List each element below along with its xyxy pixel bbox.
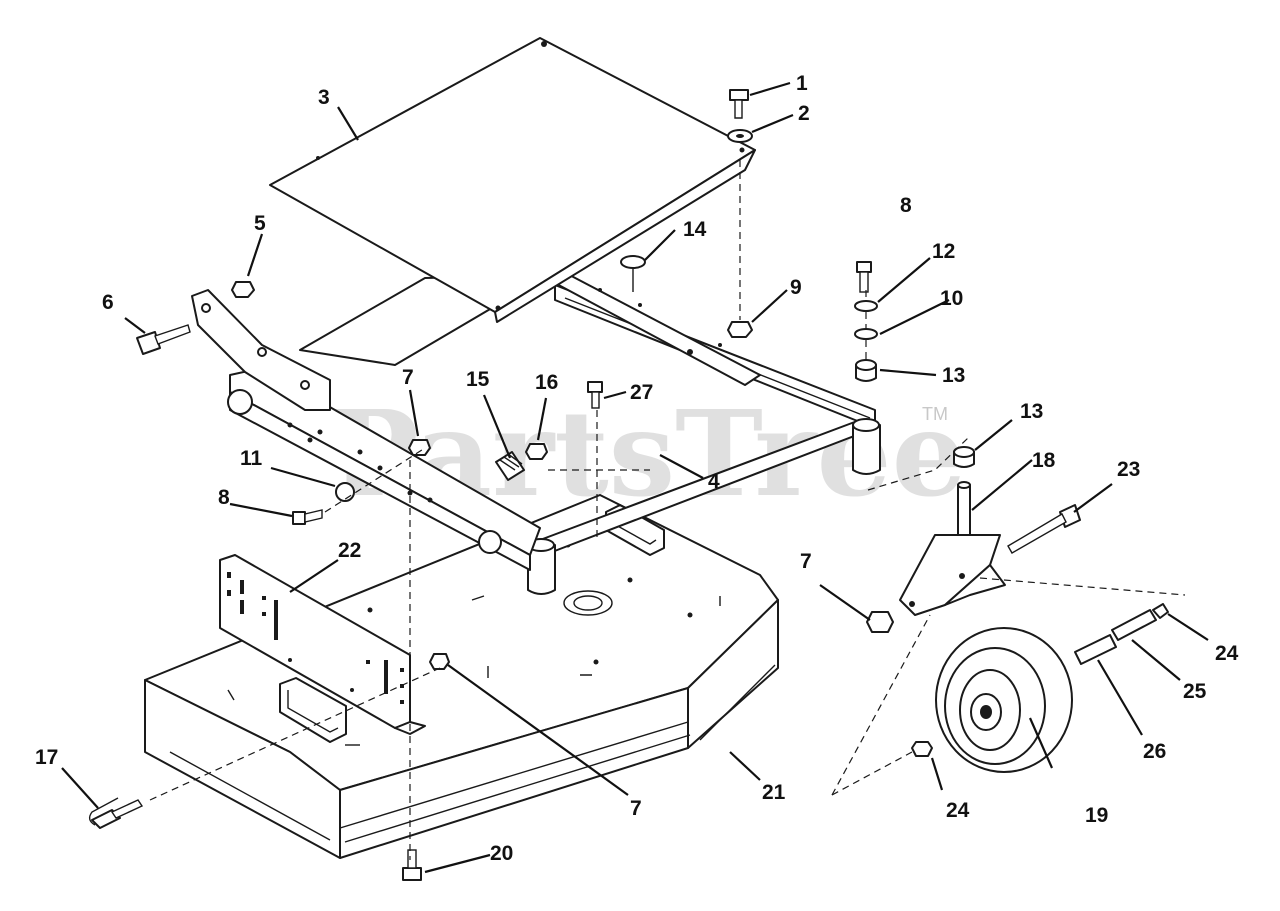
- callout-21: 21: [762, 781, 786, 804]
- callout-labels: 1 2 3 4 5 6 7 7 7 8 8 9 10 11 12 13 13 1…: [35, 72, 1239, 865]
- leader-lines: [61, 81, 1209, 874]
- callout-3: 3: [318, 86, 330, 109]
- callout-14: 14: [683, 218, 707, 241]
- mower-deck: [144, 494, 779, 859]
- callout-18: 18: [1032, 449, 1056, 472]
- callout-22: 22: [338, 539, 361, 562]
- callout-12: 12: [932, 240, 955, 263]
- callout-2: 2: [798, 102, 810, 125]
- callout-7-center: 7: [402, 366, 414, 389]
- callout-15: 15: [466, 368, 490, 391]
- callout-19: 19: [1085, 804, 1108, 827]
- callout-24-right: 24: [1215, 642, 1239, 665]
- callout-8-right: 8: [900, 194, 912, 217]
- seat-plate: [269, 37, 756, 323]
- watermark-trademark: TM: [922, 404, 948, 424]
- callout-23: 23: [1117, 458, 1140, 481]
- callout-10: 10: [940, 287, 963, 310]
- callout-6: 6: [102, 291, 114, 314]
- callout-24-bottom: 24: [946, 799, 970, 822]
- callout-26: 26: [1143, 740, 1166, 763]
- callout-17: 17: [35, 746, 58, 769]
- front-bracket: [219, 554, 426, 735]
- callout-11: 11: [240, 447, 263, 470]
- callout-9: 9: [790, 276, 802, 299]
- callout-13-top: 13: [942, 364, 965, 387]
- callout-25: 25: [1183, 680, 1207, 703]
- main-frame-bar: [191, 274, 549, 571]
- assembly-lines: [149, 160, 1186, 860]
- callout-7-wheel: 7: [800, 550, 812, 573]
- callout-13-right: 13: [1020, 400, 1043, 423]
- callout-7-deck: 7: [630, 797, 642, 820]
- callout-16: 16: [535, 371, 558, 394]
- callout-1: 1: [796, 72, 808, 95]
- hardware: [88, 89, 975, 881]
- callout-27: 27: [630, 381, 653, 404]
- callout-8-left: 8: [218, 486, 230, 509]
- callout-5: 5: [254, 212, 266, 235]
- callout-4: 4: [708, 470, 720, 493]
- callout-20: 20: [490, 842, 513, 865]
- frame-arm: [527, 269, 881, 595]
- caster-wheel-assembly: [866, 481, 1169, 773]
